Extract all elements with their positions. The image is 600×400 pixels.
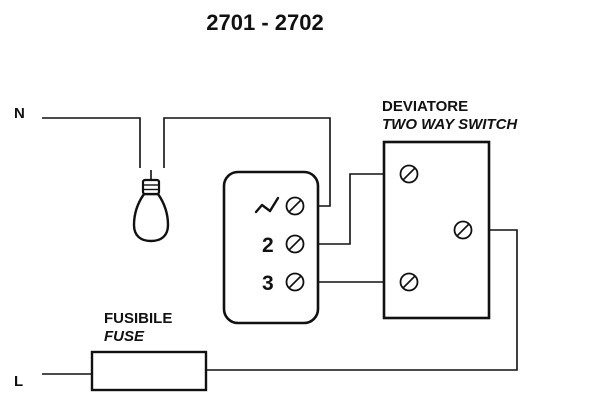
neutral-wire xyxy=(42,117,141,168)
terminal-2-label: 2 xyxy=(262,234,274,257)
two-way-switch-terminal-bottom xyxy=(399,272,419,292)
two-way-switch-box xyxy=(382,140,491,320)
wires xyxy=(42,117,518,375)
fuse-icon xyxy=(90,350,208,392)
fuse-label-it: FUSIBILE xyxy=(104,310,172,327)
two-way-switch-label-en: TWO WAY SWITCH xyxy=(382,116,518,133)
two-way-switch-terminal-common xyxy=(453,220,473,240)
terminal-2-wire xyxy=(306,173,398,245)
fuse-label-en: FUSE xyxy=(104,328,145,345)
lamp-return-wire xyxy=(163,117,331,207)
two-way-switch-label-it: DEVIATORE xyxy=(382,98,468,115)
device-terminal-3 xyxy=(285,272,305,292)
two-way-switch-terminal-top xyxy=(399,164,419,184)
diagram-title: 2701 - 2702 xyxy=(206,10,323,35)
device-common-terminal xyxy=(285,196,305,216)
terminal-3-label: 3 xyxy=(262,272,274,295)
device-terminal-2 xyxy=(285,234,305,254)
switch-common-icon xyxy=(254,196,280,214)
live-label: L xyxy=(14,373,23,390)
neutral-label: N xyxy=(14,105,25,122)
lamp-icon xyxy=(132,170,170,243)
switch-common-wire xyxy=(206,229,518,371)
